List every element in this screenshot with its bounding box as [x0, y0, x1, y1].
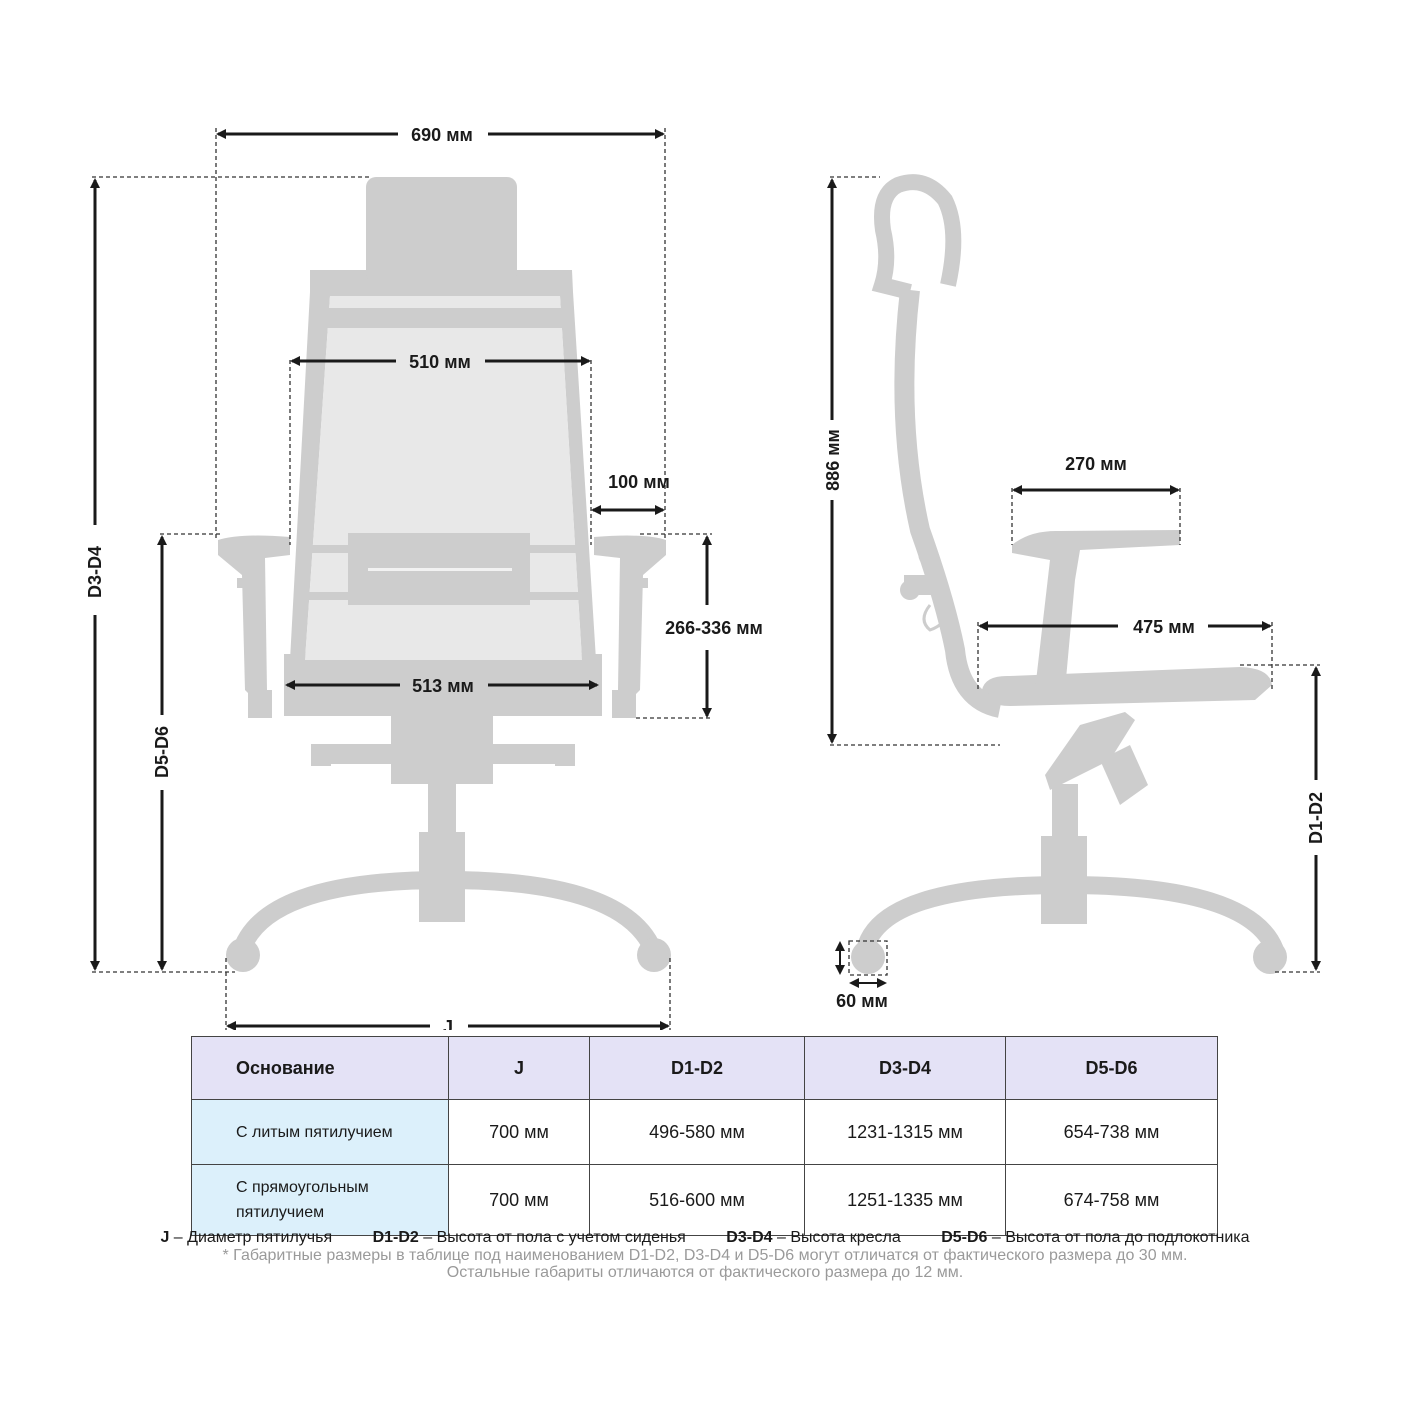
seat-depth-label: 475 мм — [1133, 617, 1195, 637]
table-row: С литым пятилучием 700 мм 496-580 мм 123… — [191, 1099, 1218, 1165]
header-d1-d2: D1-D2 — [589, 1036, 805, 1100]
spec-table: Основание J D1-D2 D3-D4 D5-D6 С литым пя… — [191, 1036, 1218, 1236]
header-base: Основание — [191, 1036, 449, 1100]
armrest-floor-height-label: D5-D6 — [152, 726, 172, 778]
back-width-label: 510 мм — [409, 352, 471, 372]
header-d3-d4: D3-D4 — [804, 1036, 1006, 1100]
legend-item: D5-D6 – Высота от пола до подлокотника — [941, 1229, 1250, 1246]
cell-d5-d6: 674-758 мм — [1005, 1164, 1218, 1236]
caster-size-label: 60 мм — [836, 991, 888, 1011]
legend-item: D1-D2 – Высота от пола с учетом сиденья — [372, 1229, 686, 1246]
tolerance-note: * Габаритные размеры в таблице под наиме… — [222, 1247, 1188, 1264]
cell-d1-d2: 496-580 мм — [589, 1099, 805, 1165]
armrest-length-label: 270 мм — [1065, 454, 1127, 474]
cell-j: 700 мм — [448, 1164, 590, 1236]
legend-item: J – Диаметр пятилучья — [160, 1229, 333, 1246]
header-j: J — [448, 1036, 590, 1100]
armrest-offset-label: 100 мм — [608, 472, 670, 492]
total-height-label: D3-D4 — [85, 546, 105, 598]
cell-base: С прямоугольным пятилучием — [191, 1164, 449, 1236]
tolerance-note: Остальные габариты отличаются от фактиче… — [446, 1264, 964, 1281]
seat-width-label: 513 мм — [412, 676, 474, 696]
dimension-arrows — [90, 129, 1321, 1030]
cell-d3-d4: 1231-1315 мм — [804, 1099, 1006, 1165]
armrest-height-label: 266-336 мм — [665, 618, 763, 638]
table-row: С прямоугольным пятилучием 700 мм 516-60… — [191, 1164, 1218, 1236]
seat-floor-height-label: D1-D2 — [1306, 792, 1326, 844]
back-height-label: 886 мм — [823, 429, 843, 491]
cell-d1-d2: 516-600 мм — [589, 1164, 805, 1236]
cell-d3-d4: 1251-1335 мм — [804, 1164, 1006, 1236]
legend-item: D3-D4 – Высота кресла — [726, 1229, 901, 1246]
cell-base: С литым пятилучием — [191, 1099, 449, 1165]
base-diameter-label: J — [443, 1017, 453, 1030]
header-d5-d6: D5-D6 — [1005, 1036, 1218, 1100]
cell-d5-d6: 654-738 мм — [1005, 1099, 1218, 1165]
total-width-label: 690 мм — [411, 125, 473, 145]
legend: J – Диаметр пятилучья D1-D2 – Высота от … — [0, 1229, 1410, 1247]
chair-dimension-diagram: 690 мм 510 мм 100 мм 266-336 мм 513 мм J… — [85, 125, 1326, 1030]
cell-j: 700 мм — [448, 1099, 590, 1165]
side-view-chair — [851, 174, 1287, 974]
front-view-chair — [218, 177, 671, 972]
table-header-row: Основание J D1-D2 D3-D4 D5-D6 — [191, 1036, 1218, 1100]
